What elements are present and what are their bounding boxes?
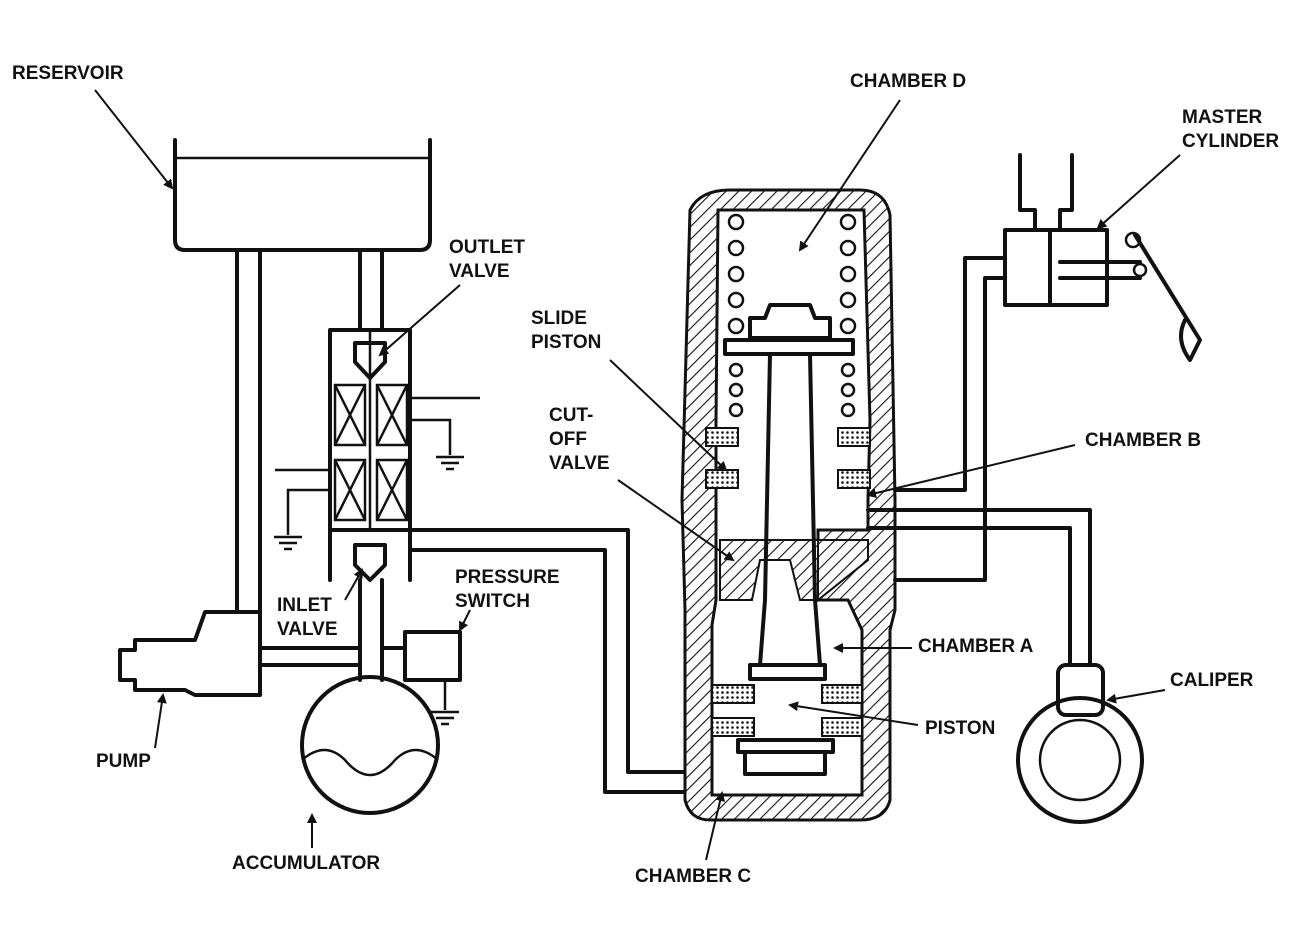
label-pressure-switch: PRESSURE SWITCH (455, 566, 560, 614)
brake-lines (866, 256, 1092, 667)
label-cut-off-valve: CUT- OFF VALVE (549, 404, 610, 476)
label-slide-piston-line2: PISTON (531, 332, 602, 353)
label-outlet-valve-line2: VALVE (449, 261, 510, 282)
spring (727, 213, 857, 418)
label-slide-piston: SLIDE PISTON (531, 307, 601, 355)
pump (118, 610, 362, 697)
label-chamber-d: CHAMBER D (850, 71, 967, 92)
slide-piston (705, 303, 871, 602)
label-outlet-valve: OUTLET VALVE (449, 236, 525, 284)
leader-arrows (94, 89, 1181, 861)
label-inlet-valve-line2: VALVE (277, 619, 338, 640)
label-pump: PUMP (96, 751, 151, 772)
label-pressure-switch-line2: SWITCH (455, 591, 530, 612)
label-cut-off-valve-line3: VALVE (549, 453, 610, 474)
label-chamber-a: CHAMBER A (918, 636, 1034, 657)
lower-piston (711, 598, 863, 776)
label-chamber-b: CHAMBER B (1085, 430, 1202, 451)
label-chamber-c: CHAMBER C (635, 866, 752, 887)
pressure-switch (380, 630, 462, 682)
label-cut-off-valve-line2: OFF (549, 429, 587, 450)
label-inlet-valve: INLET VALVE (277, 594, 338, 642)
label-master-cylinder-line1: MASTER (1182, 107, 1263, 128)
reservoir (173, 138, 432, 252)
ground-symbols (274, 396, 480, 726)
label-caliper: CALIPER (1170, 670, 1254, 691)
main-unit-housing (680, 188, 897, 822)
solenoid-valve-block (328, 328, 412, 582)
accumulator (300, 578, 440, 815)
label-piston: PISTON (925, 718, 996, 739)
reservoir-lines (235, 248, 384, 614)
label-master-cylinder: MASTER CYLINDER (1182, 106, 1279, 154)
label-slide-piston-line1: SLIDE (531, 308, 587, 329)
label-accumulator: ACCUMULATOR (232, 853, 381, 874)
master-cylinder (1003, 153, 1202, 362)
label-cut-off-valve-line1: CUT- (549, 405, 594, 426)
connecting-lines (408, 528, 722, 794)
label-reservoir: RESERVOIR (12, 63, 124, 84)
label-inlet-valve-line1: INLET (277, 595, 332, 616)
label-pressure-switch-line1: PRESSURE (455, 567, 560, 588)
label-master-cylinder-line2: CYLINDER (1182, 131, 1280, 152)
caliper (1016, 663, 1144, 824)
label-outlet-valve-line1: OUTLET (449, 237, 525, 258)
